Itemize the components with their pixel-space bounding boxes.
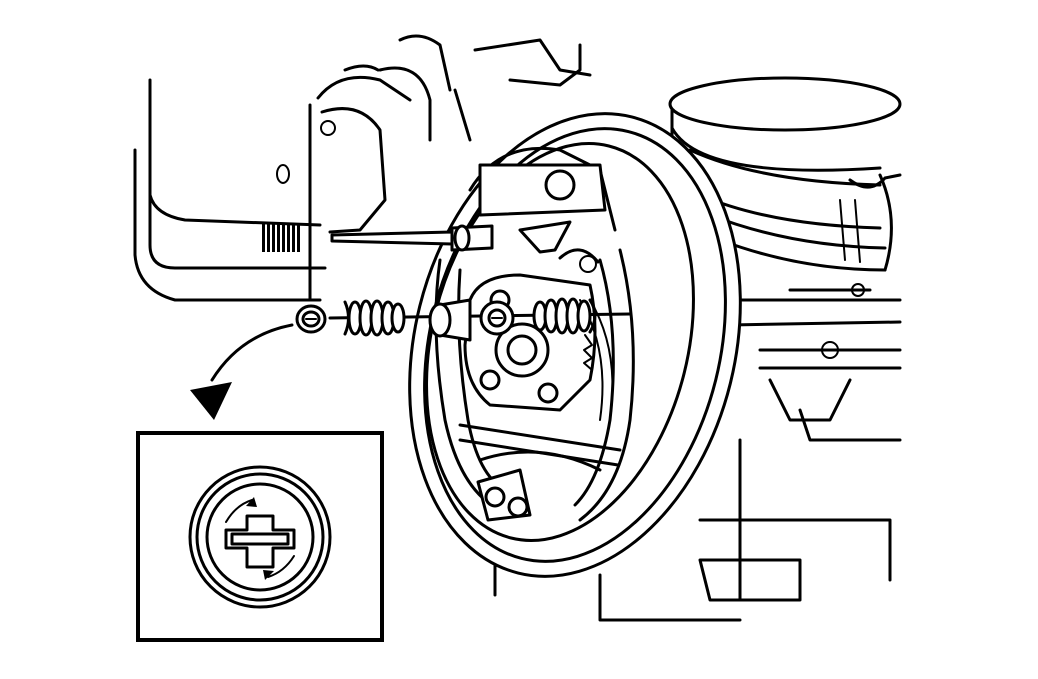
callout-arrow bbox=[190, 323, 294, 420]
wheel-cylinder bbox=[478, 163, 607, 273]
hold-down-retainer bbox=[428, 298, 515, 342]
adjuster-strut bbox=[458, 299, 622, 522]
hold-down-cap-twist-icon bbox=[224, 497, 296, 580]
body-hatch-marks bbox=[262, 224, 300, 252]
hold-down-spring-right bbox=[532, 297, 597, 335]
axle-hub bbox=[463, 273, 597, 412]
wheel-well bbox=[308, 34, 592, 302]
hold-down-cap-left bbox=[295, 304, 327, 334]
axle-suspension bbox=[493, 283, 902, 622]
return-spring bbox=[583, 334, 593, 371]
detail-inset bbox=[136, 431, 384, 642]
hold-down-pin bbox=[330, 224, 494, 252]
body-panel bbox=[133, 78, 327, 302]
hold-down-spring-left bbox=[343, 299, 406, 337]
